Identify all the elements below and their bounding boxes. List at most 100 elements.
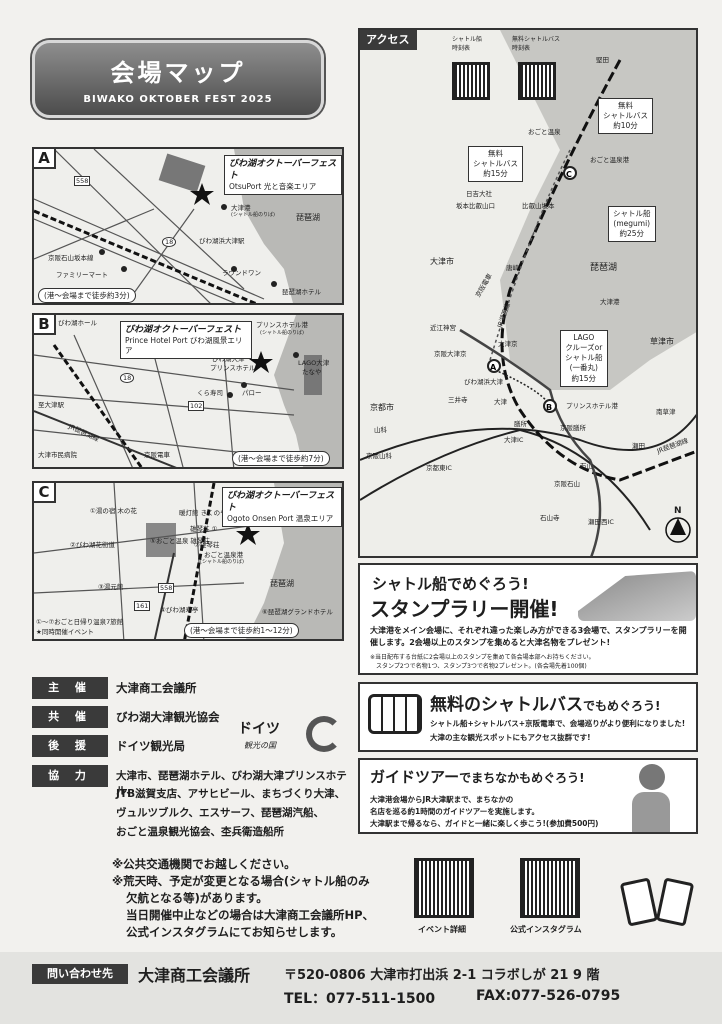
access-tab: アクセス [360,30,418,50]
boat-info-1: シャトル船 (megumi) 約25分 [608,206,656,243]
map-c-label-13: ★同時開催イベント [36,628,94,636]
label-omi-jingu: 近江神宮 [430,324,456,332]
map-a-label-6: ラウンドワン [222,269,261,277]
svg-text:B: B [546,403,552,412]
map-b-label-9: 至大津駅 [38,401,64,409]
role-label: 協 力 [32,765,108,787]
role-sponsor: 後 援 ドイツ観光局 [32,735,342,757]
boat-info-2: LAGO クルーズor シャトル船 (一番丸) 約15分 [560,330,608,387]
map-c-label-7: おごと温泉港 [204,551,243,559]
event-details-qr[interactable] [414,858,474,918]
shuttle-boat-qr[interactable] [452,62,490,100]
role-value: 大津商工会議所 [116,681,197,695]
note-1: ※公共交通機関でお越しください。 [112,857,296,871]
label-setanishi-ic: 瀬田西IC [588,518,614,526]
station-biwako-hamaotsu: びわ湖浜大津 [464,378,503,386]
guide-illustration [632,764,672,832]
germany-logo-sub: 観光の国 [244,741,276,750]
map-b-label-2: (シャトル船のりば) [260,330,304,336]
map-a-label-1: (シャトル船のりば) [231,212,275,218]
map-a-label-2: 琵琶湖 [296,213,320,222]
map-b-label-8: パロー [242,389,262,397]
station-minami-kusatsu: 南草津 [656,408,676,416]
map-b-label-13: 18 [120,373,135,383]
map-b-label-7: くら寿司 [197,389,223,397]
station-ishiyama: 石山 [580,462,593,470]
map-c-logo: びわ湖オクトーバーフェスト [227,491,335,514]
map-c-label-10: 暖灯館 きくのや [179,509,227,517]
stamp-rally-panel: シャトル船でめぐろう! スタンプラリー開催! 大津港をメイン会場に、それぞれ違っ… [358,563,698,675]
map-b-label-0: びわ湖ホール [58,319,97,327]
instagram-qr-label: 公式インスタグラム [510,925,582,934]
note-3: 欠航となる等)があります。 [126,891,268,905]
bus-title-1: 無料のシャトルバス [430,695,583,715]
map-c-label-5: ⑥琵琶湖グランドホテル [262,608,333,616]
station-zeze: 膳所 [514,420,527,428]
map-c-label-14: 558 [158,583,175,593]
contact-address: 〒520-0806 大津市打出浜 2-1 コラボしが 21 9 階 [284,968,600,983]
map-a-walk-time: (港～会場まで徒歩約3分) [38,288,136,303]
role-label: 共 催 [32,706,108,728]
bus-body-2: 大津の主な観光スポットにもアクセス抜群です! [430,733,591,742]
map-b-walk-time: (港～会場まで徒歩約7分) [232,451,330,466]
label-otsu-port: 大津港 [600,298,620,306]
map-a-logo: びわ湖オクトーバーフェスト [229,159,337,182]
station-keihan-zeze: 京阪膳所 [560,424,586,432]
page-subtitle: BIWAKO OKTOBER FEST 2025 [83,94,273,105]
station-sakamoto: 坂本比叡山口 [456,202,495,210]
map-b-label-1: プリンスホテル港 [256,321,308,329]
map-b-label: B [34,315,56,335]
station-keihan-yamashina: 京阪山科 [366,452,392,460]
station-ogoto-port: おごと温泉港 [590,156,629,164]
map-a-label: A [34,149,56,169]
role-label: 主 催 [32,677,108,699]
guide-body-1: 大津港会場からJR大津駅まで、まちなかの [370,795,514,804]
map-c-label-4: ⑤おごと温泉 雄琴荘 [150,537,210,545]
instagram-qr[interactable] [520,858,580,918]
guide-body-2: 名店を巡る約1時間のガイドツアーを実施します。 [370,807,540,816]
stamp-note-1: ※当日配布する台紙に2会場以上のスタンプを集めて各会場本部へお持ちください。 [370,654,595,661]
guide-title-2: でまちなかもめぐろう! [459,771,585,785]
label-kusatsu-city: 草津市 [650,337,674,346]
map-a-label-5: ファミリーマート [56,271,108,279]
svg-text:A: A [490,363,497,372]
role-organizer: 主 催 大津商工会議所 [32,677,342,699]
station-yamashina: 山科 [374,426,387,434]
guide-tour-panel: ガイドツアーでまちなかもめぐろう! 大津港会場からJR大津駅まで、まちなかの 名… [358,758,698,834]
map-c-label-8: (シャトル船のりば) [200,559,244,565]
bus-title-2: でもめぐろう! [583,699,661,713]
guide-body-3: 大津駅まで帰るなら、ガイドと一緒に楽しく歩こう!(参加費500円) [370,819,599,828]
map-c-label-12: ①～⑦おごと日帰り温泉7旅館 [36,618,124,626]
note-4: 当日開催中止などの場合は大津商工会議所HP、 [126,908,375,922]
cooperation-line-4: おごと温泉観光協会、杢兵衛造船所 [116,826,284,838]
qr-boat-label: シャトル船 時刻表 [452,36,483,52]
beer-mugs-icon [619,862,700,932]
contact-org: 大津商工会議所 [138,966,251,985]
map-c-label-2: ③湯元館 [98,583,124,591]
station-katata: 堅田 [596,56,609,64]
label-miidera: 三井寺 [448,396,468,404]
map-c-label-3: ④びわ湖寿亭 [160,606,199,614]
contact-fax: FAX:077-526-0795 [476,988,621,1004]
stamp-title-2: スタンプラリー開催! [370,597,559,621]
role-label: 後 援 [32,735,108,757]
guide-title-1: ガイドツアー [370,768,460,786]
role-value: 大津市、琵琶湖ホテル、びわ湖大津プリンスホテル、 [116,770,347,797]
access-map: アクセス C A B シャトル船 時刻表 無料シャトルバス 時刻表 無料 シャト… [358,28,698,558]
station-hieizan-sakamoto: 比叡山坂本 [522,202,555,210]
bus-title: 無料のシャトルバスでもめぐろう! [430,690,660,715]
shuttle-bus-panel: 無料のシャトルバスでもめぐろう! シャトル船+シャトルバス+京阪電車で、会場巡り… [358,682,698,752]
label-biwako: 琵琶湖 [590,263,618,273]
map-b-drawing [34,315,342,467]
map-c-label-0: ①湯の宿 木の花 [90,507,137,515]
label-hiyoshi: 日吉大社 [466,190,492,198]
bus-body-1: シャトル船+シャトルバス+京阪電車で、会場巡りがより便利になりました! [430,719,686,728]
map-c-label-9: 琵琶湖 [270,579,294,588]
shuttle-bus-qr[interactable] [518,62,556,100]
label-otsu-ic: 大津IC [504,436,524,444]
map-b-label-12: 京阪電車 [144,451,170,459]
role-cooperation: 協 力 大津市、琵琶湖ホテル、びわ湖大津プリンスホテル、 [32,765,352,797]
